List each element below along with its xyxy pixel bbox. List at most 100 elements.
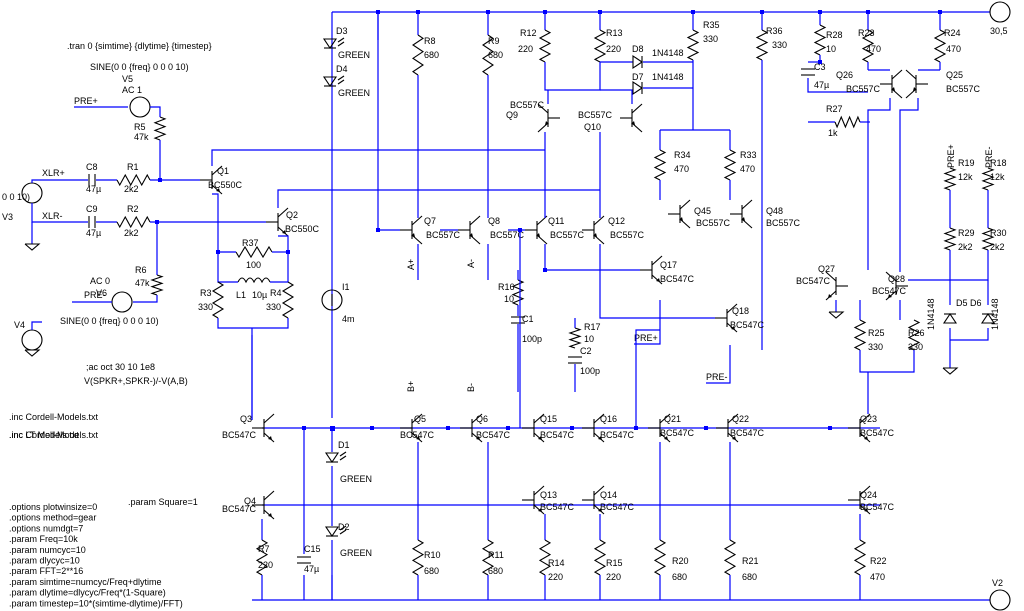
probe-expression: V(SPKR+,SPKR-)/-V(A,B)	[84, 376, 188, 386]
resistor-symbol	[538, 539, 552, 576]
component-ref: Q45	[694, 206, 711, 216]
spice-directive: .param dlycyc=10	[9, 556, 80, 566]
component-ref: C15	[304, 544, 321, 554]
transistor-collector	[533, 413, 545, 424]
spice-directive: ;ac oct 30 10 1e8	[86, 362, 155, 372]
resistor-symbol	[981, 227, 995, 251]
component-ref: R12	[520, 28, 537, 38]
transistor-arrow	[416, 436, 420, 440]
net-label: PRE-	[84, 290, 106, 300]
component-value: 470	[946, 44, 961, 54]
component-ref: R16	[498, 282, 515, 292]
source-name: V2	[992, 578, 1003, 588]
wire	[270, 252, 289, 283]
component-value: 2k2	[958, 242, 973, 252]
component-ref: D7	[632, 72, 644, 82]
transistor-arrow	[888, 294, 892, 298]
net-label: XLR+	[42, 168, 65, 178]
component-ref: Q21	[664, 414, 681, 424]
component-value: BC547C	[660, 274, 695, 284]
component-ref: R18	[990, 158, 1007, 168]
resistor-symbol	[481, 539, 495, 576]
component-ref: R3	[200, 288, 212, 298]
component-value: 330	[868, 342, 883, 352]
component-value: BC557C	[578, 110, 613, 120]
transistor-emitter	[211, 184, 223, 195]
wire	[31, 321, 42, 330]
component-value: 680	[742, 572, 757, 582]
transistor-collector	[593, 485, 605, 496]
transistor-arrow	[732, 436, 736, 440]
component-value: GREEN	[340, 474, 372, 484]
component-value: 470	[740, 164, 755, 174]
transistor-collector	[885, 271, 897, 282]
ground-symbol	[942, 367, 959, 375]
component-ref: Q27	[818, 264, 835, 274]
transistor-emitter	[533, 504, 545, 515]
component-value: BC557C	[550, 230, 585, 240]
component-value: 470	[870, 572, 885, 582]
resistor-symbol	[853, 539, 867, 576]
spice-directive: .options numdgt=7	[9, 523, 83, 533]
source-name: V3	[2, 212, 13, 222]
wire	[807, 78, 868, 93]
led-ray	[339, 455, 347, 461]
net-label: XLR-	[42, 211, 63, 221]
spice-directive: .inc Cordell-Models.txt	[9, 412, 99, 422]
resistor-symbol	[943, 227, 957, 251]
component-ref: Q10	[584, 122, 601, 132]
source-value: 30,5	[990, 26, 1008, 36]
component-ref: D6	[970, 298, 982, 308]
spice-directive: .tran 0 {simtime} {dlytime} {timestep}	[67, 41, 212, 51]
component-value: 47µ	[86, 184, 101, 194]
resistor-symbol	[211, 281, 225, 319]
spice-directive: .param Square=1	[128, 497, 198, 507]
source-value: 0 0 10)	[2, 192, 30, 202]
resistor-symbol	[943, 167, 957, 191]
spice-directive: .inc Cordell-Models.txt	[9, 430, 99, 440]
diode-triangle	[632, 80, 643, 96]
transistor-collector	[263, 490, 275, 501]
transistor-collector	[631, 103, 643, 114]
spice-directive: .param FFT=2**16	[9, 566, 83, 576]
transistor-collector	[859, 413, 871, 424]
component-ref: R34	[674, 150, 691, 160]
component-ref: R37	[242, 238, 259, 248]
transistor-collector	[471, 413, 483, 424]
resistor-symbol	[981, 167, 995, 191]
component-value: 1N4148	[926, 298, 936, 330]
component-ref: R35	[703, 20, 720, 30]
component-ref: Q4	[244, 496, 256, 506]
transistor-emitter	[727, 432, 739, 443]
component-ref: Q11	[548, 216, 564, 226]
led-ray	[337, 79, 345, 85]
source-value: 4m	[342, 314, 355, 324]
component-value: BC547C	[400, 430, 435, 440]
transistor-arrow	[598, 508, 602, 512]
component-ref: D1	[338, 440, 350, 450]
component-value: 2k2	[990, 242, 1005, 252]
wire	[31, 179, 88, 183]
junction-dot	[543, 268, 547, 272]
source-circle	[21, 329, 43, 351]
component-ref: D2	[338, 522, 350, 532]
component-ref: Q5	[414, 414, 426, 424]
wire	[949, 250, 989, 281]
wire	[150, 106, 161, 117]
component-value: 100p	[580, 366, 600, 376]
component-ref: R21	[742, 556, 759, 566]
resistor-symbol	[653, 149, 667, 181]
component-value: GREEN	[340, 548, 372, 558]
component-ref: Q3	[240, 414, 252, 424]
component-ref: C3	[814, 62, 826, 72]
transistor-arrow	[268, 436, 272, 440]
component-ref: Q8	[488, 216, 500, 226]
led-ray	[339, 529, 347, 535]
transistor-arrow	[741, 217, 745, 221]
component-ref: Q13	[540, 490, 557, 500]
component-ref: Q48	[766, 206, 783, 216]
diode-triangle	[324, 526, 340, 537]
transistor-collector	[411, 413, 423, 424]
component-ref: C1	[522, 314, 534, 324]
